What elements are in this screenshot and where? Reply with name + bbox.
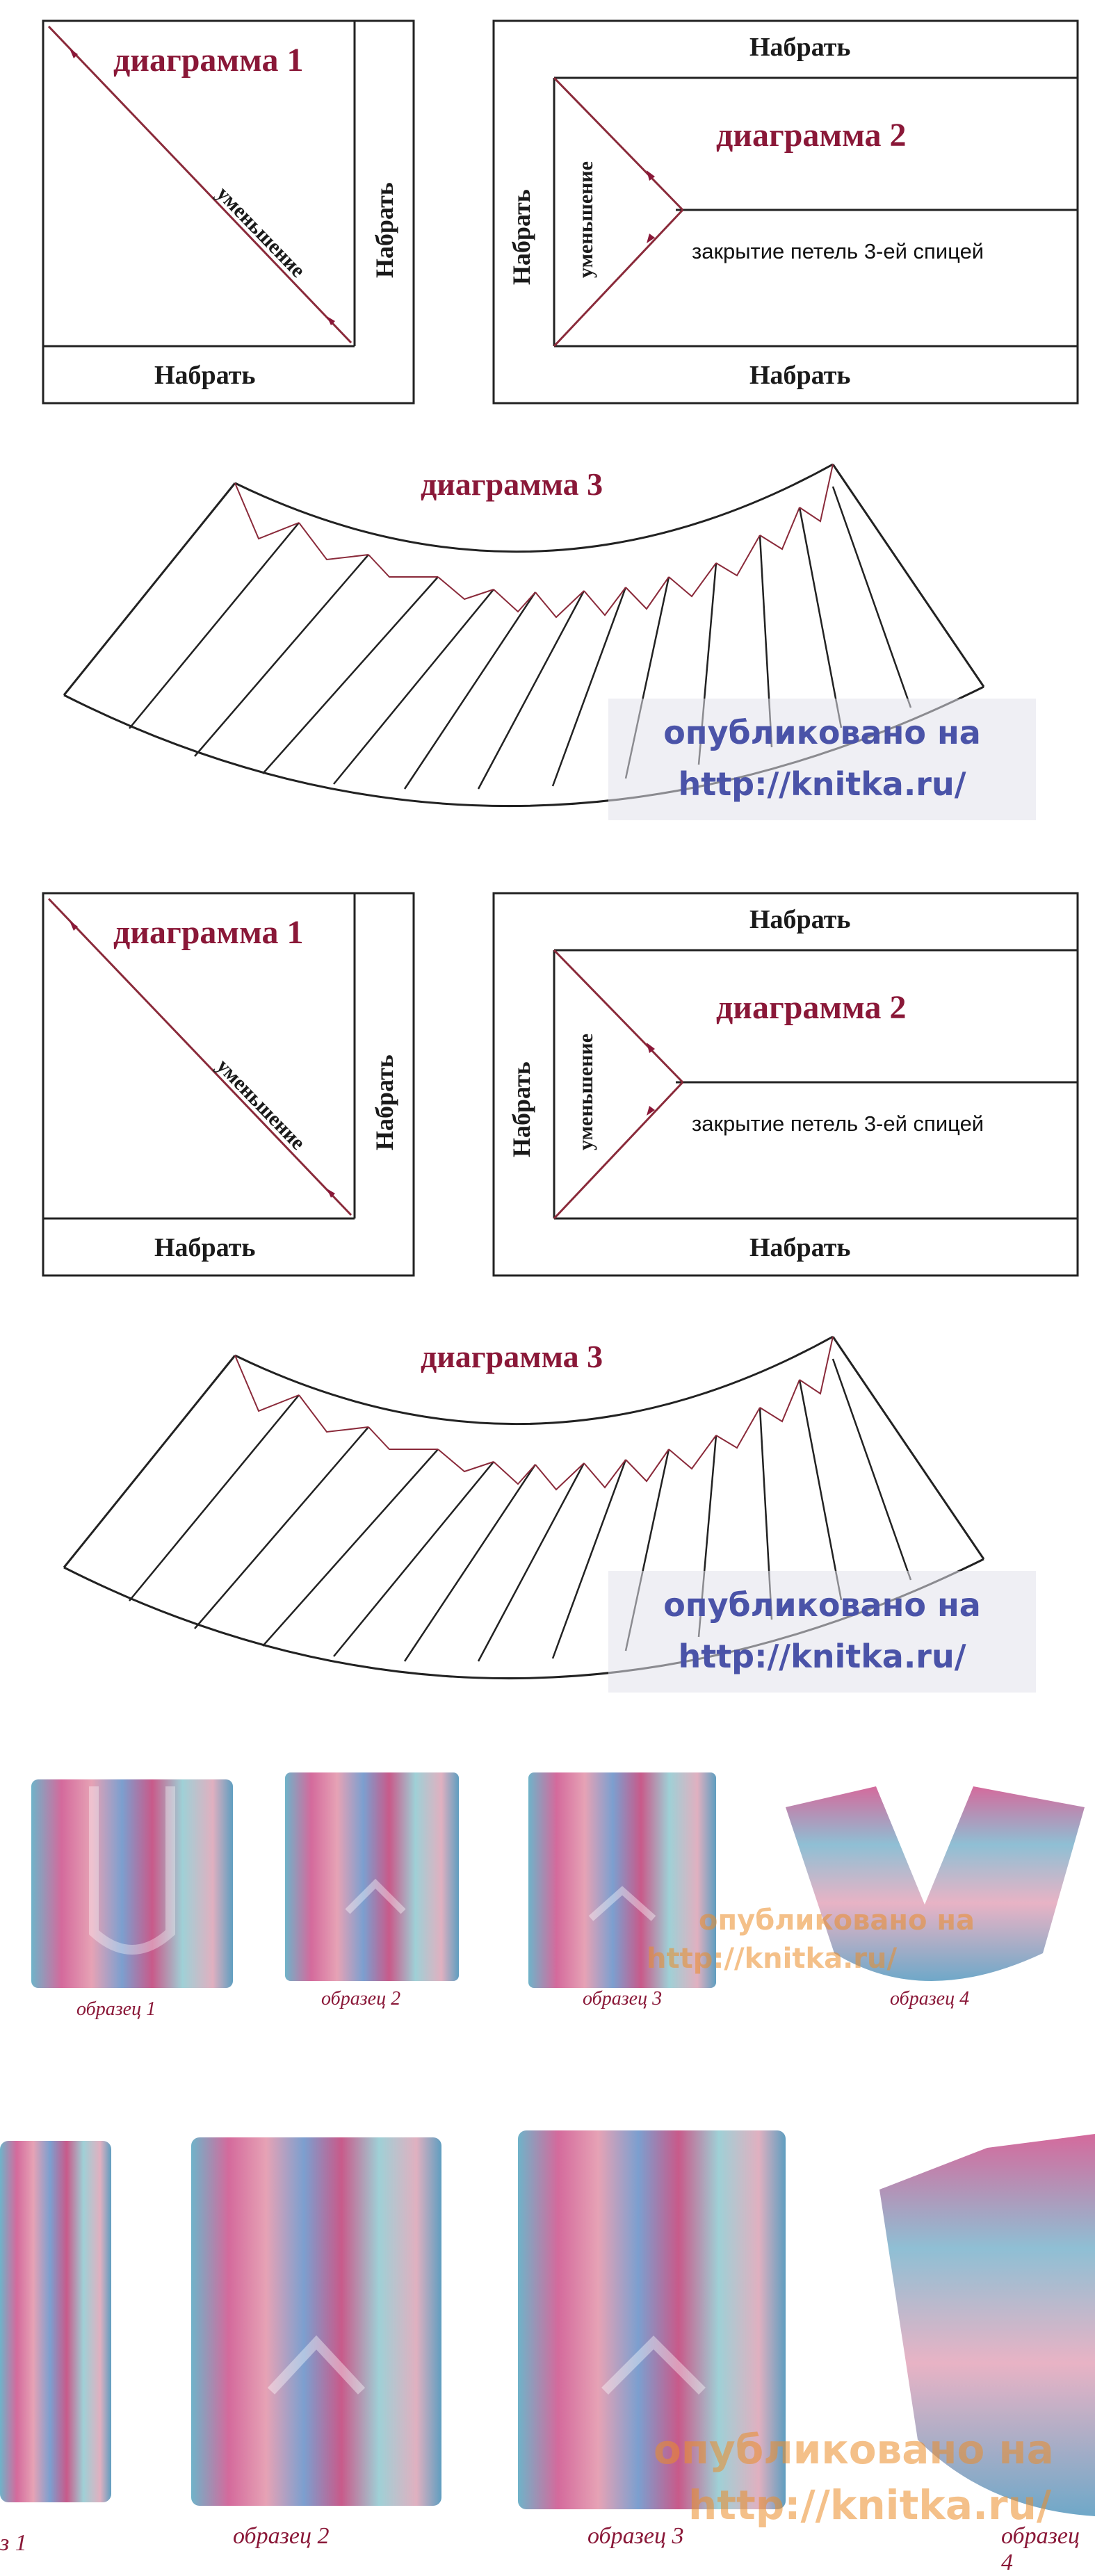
diagram-2-top-label: Набрать: [749, 905, 850, 934]
photo-watermark-1-line1: опубликовано на: [699, 1905, 975, 1937]
sample-2-row1-chevron: [345, 1878, 406, 1914]
sample-3-row1: [528, 1772, 716, 1988]
sample-3-row1-chevron: [588, 1886, 656, 1921]
diagram-1-title: диаграмма 1: [113, 42, 304, 79]
photo-watermark-2-line2: http://knitka.ru/: [688, 2481, 1052, 2529]
diagram-1-bottom-label: Набрать: [154, 1233, 255, 1262]
sample-1-row1: [31, 1779, 233, 1988]
diagram-2-upper-diagonal: [553, 949, 684, 1084]
caption-sample-2-row2: образец 2: [233, 2523, 330, 2549]
diagram-section-top: диаграмма 1 уменьшение Набрать Набрать Н…: [0, 0, 1095, 869]
diagram-1-right-label: Набрать: [371, 1054, 398, 1150]
diagram-3-chevrons: [234, 464, 834, 619]
diagram-2-left-inner-label: уменьшение: [574, 161, 597, 278]
sample-3-row2: [518, 2130, 786, 2509]
diagram-1-diagonal-label: уменьшение: [212, 182, 309, 282]
diagram-1-right-label: Набрать: [371, 182, 398, 278]
diagram-3-chevrons: [234, 1336, 834, 1491]
diagram-3-stripes: [129, 1358, 912, 1662]
diagram-1-title: диаграмма 1: [113, 914, 304, 951]
watermark-line-1: опубликовано на: [663, 1586, 981, 1624]
diagram-2-left-outer-label: Набрать: [508, 1061, 535, 1157]
caption-sample-2-row1: образец 2: [321, 1988, 401, 2010]
photo-watermark-1-line2: http://knitka.ru/: [647, 1943, 898, 1975]
photo-watermark-2-line1: опубликовано на: [654, 2426, 1054, 2473]
diagram-2-top-label: Набрать: [749, 33, 850, 62]
sample-4-row2: [879, 2134, 1095, 2516]
diagram-1-diagonal: [47, 25, 352, 344]
caption-sample-1-row1: образец 1: [76, 1998, 156, 2020]
diagram-2-left-inner-label: уменьшение: [574, 1034, 597, 1150]
sample-photos-svg: [0, 1772, 1095, 2516]
diagram-2-title: диаграмма 2: [716, 117, 907, 154]
watermark-line-2: http://knitka.ru/: [678, 765, 966, 803]
diagram-1-diagonal-label: уменьшение: [212, 1054, 309, 1155]
diagram-2-bottom-label: Набрать: [749, 361, 850, 390]
diagram-2-lower-diagonal: [553, 1081, 684, 1220]
diagram-3-top-arc: [234, 463, 834, 553]
diagram-2-mid-label: закрытие петель 3-ей спицей: [692, 239, 984, 263]
diagram-section-top-svg: диаграмма 1 уменьшение Набрать Набрать Н…: [42, 19, 1079, 807]
diagram-1-bottom-label: Набрать: [154, 361, 255, 390]
diagram-2-lower-diagonal: [553, 209, 684, 348]
caption-sample-4-row2: образец 4: [1001, 2523, 1080, 2575]
diagram-3-top-arc: [234, 1335, 834, 1426]
diagram-1: диаграмма 1 уменьшение Набрать Набрать: [42, 19, 415, 405]
diagram-3-left-edge: [63, 1355, 236, 1568]
caption-sample-4-row1: образец 4: [890, 1988, 970, 2010]
diagram-2-bottom-label: Набрать: [749, 1233, 850, 1262]
diagram-2-outer: [492, 19, 1079, 405]
sample-2-row1: [285, 1772, 459, 1981]
diagram-2-arrow-upper: [647, 1043, 655, 1053]
diagram-3-title: диаграмма 3: [421, 1339, 603, 1374]
diagram-section-bottom: диаграмма 1 уменьшение Набрать Набрать Н…: [0, 872, 1095, 1741]
caption-sample-3-row2: образец 3: [587, 2523, 684, 2549]
sample-photos: образец 1 образец 2 образец 3 образец 4 …: [0, 1745, 1095, 2575]
watermark-box: опубликовано на http://knitka.ru/: [608, 699, 1036, 820]
diagram-1-arrow-bottom: [327, 1189, 335, 1198]
diagram-2-left-outer-label: Набрать: [508, 189, 535, 285]
watermark-line-2: http://knitka.ru/: [678, 1638, 966, 1675]
diagram-3-title: диаграмма 3: [421, 466, 603, 502]
diagram-2: Набрать диаграмма 2 Набрать уменьшение з…: [492, 892, 1079, 1277]
diagram-1: диаграмма 1 уменьшение Набрать Набрать: [42, 892, 415, 1277]
diagram-1-arrow-bottom: [327, 316, 335, 325]
sample-1-row1-u-shape: [89, 1786, 175, 1955]
diagram-1-arrow-top: [70, 921, 78, 931]
watermark-box: опубликовано на http://knitka.ru/: [608, 1571, 1036, 1693]
diagram-2: Набрать диаграмма 2 Набрать уменьшение з…: [492, 19, 1079, 405]
diagram-1-outer: [42, 892, 415, 1277]
sample-2-row2-chevron: [267, 2335, 366, 2395]
caption-sample-1-row2: з 1: [0, 2530, 27, 2556]
diagram-3-right-edge: [832, 464, 985, 687]
sample-2-row2: [191, 2137, 441, 2506]
diagram-2-arrow-lower: [647, 234, 655, 243]
diagram-section-bottom-svg: диаграмма 1 уменьшение Набрать Набрать Н…: [42, 892, 1079, 1679]
sample-4-row1: [786, 1786, 1085, 1981]
diagram-3-right-edge: [832, 1336, 985, 1560]
diagram-2-mid-label: закрытие петель 3-ей спицей: [692, 1111, 984, 1136]
diagram-3-left-edge: [63, 482, 236, 696]
diagram-2-arrow-upper: [647, 170, 655, 181]
sample-1-row2: [0, 2141, 111, 2502]
diagram-1-diagonal: [47, 897, 352, 1216]
diagram-2-title: диаграмма 2: [716, 989, 907, 1026]
caption-sample-3-row1: образец 3: [583, 1988, 663, 2010]
diagram-1-outer: [42, 19, 415, 405]
diagram-3: диаграмма 3: [63, 1335, 985, 1679]
diagram-1-arrow-top: [70, 49, 78, 58]
sample-3-row2-chevron: [601, 2335, 706, 2395]
diagram-2-upper-diagonal: [553, 76, 684, 211]
watermark-line-1: опубликовано на: [663, 714, 981, 751]
diagram-2-outer: [492, 892, 1079, 1277]
diagram-2-arrow-lower: [647, 1106, 655, 1116]
